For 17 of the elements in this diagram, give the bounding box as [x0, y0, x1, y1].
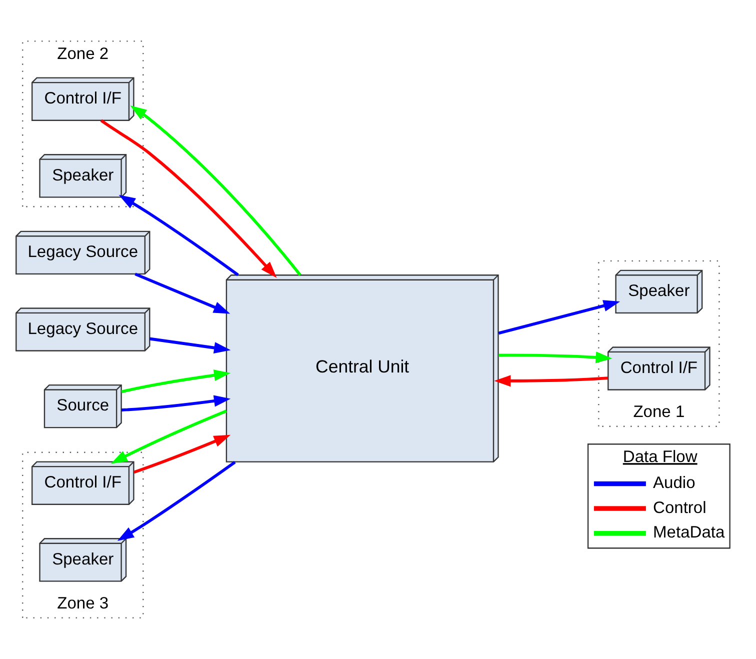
- label: Data Flow: [622, 447, 698, 466]
- arrow: [100, 119, 277, 278]
- legend-label: Control: [653, 498, 706, 517]
- arrow: [121, 370, 231, 394]
- arrow: [110, 410, 227, 464]
- arrow: [130, 105, 302, 276]
- legend-label: Audio: [653, 473, 696, 492]
- arrow: [118, 194, 239, 276]
- arrow: [498, 300, 620, 335]
- arrow: [134, 272, 230, 314]
- arrow: [117, 461, 236, 541]
- arrow: [121, 395, 231, 412]
- arrow: [150, 337, 231, 354]
- arrow: [498, 352, 612, 364]
- arrow: [494, 375, 608, 387]
- legend-label: MetaData: [653, 522, 725, 542]
- arrow: [133, 434, 231, 474]
